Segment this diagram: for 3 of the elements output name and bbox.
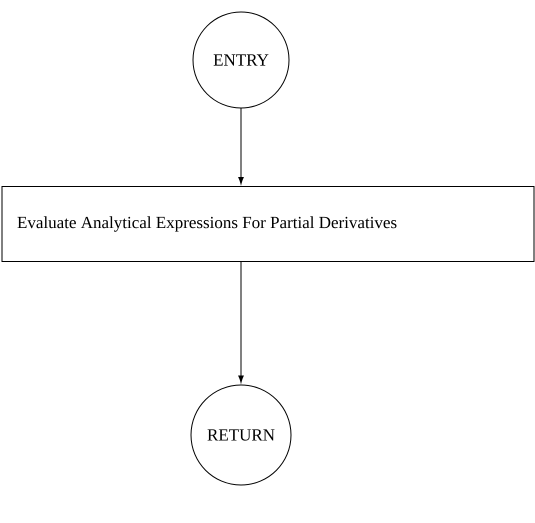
arrow	[238, 262, 244, 383]
arrow	[238, 108, 244, 184]
process-box: Evaluate Analytical Expressions For Partial Derivatives	[2, 186, 534, 262]
